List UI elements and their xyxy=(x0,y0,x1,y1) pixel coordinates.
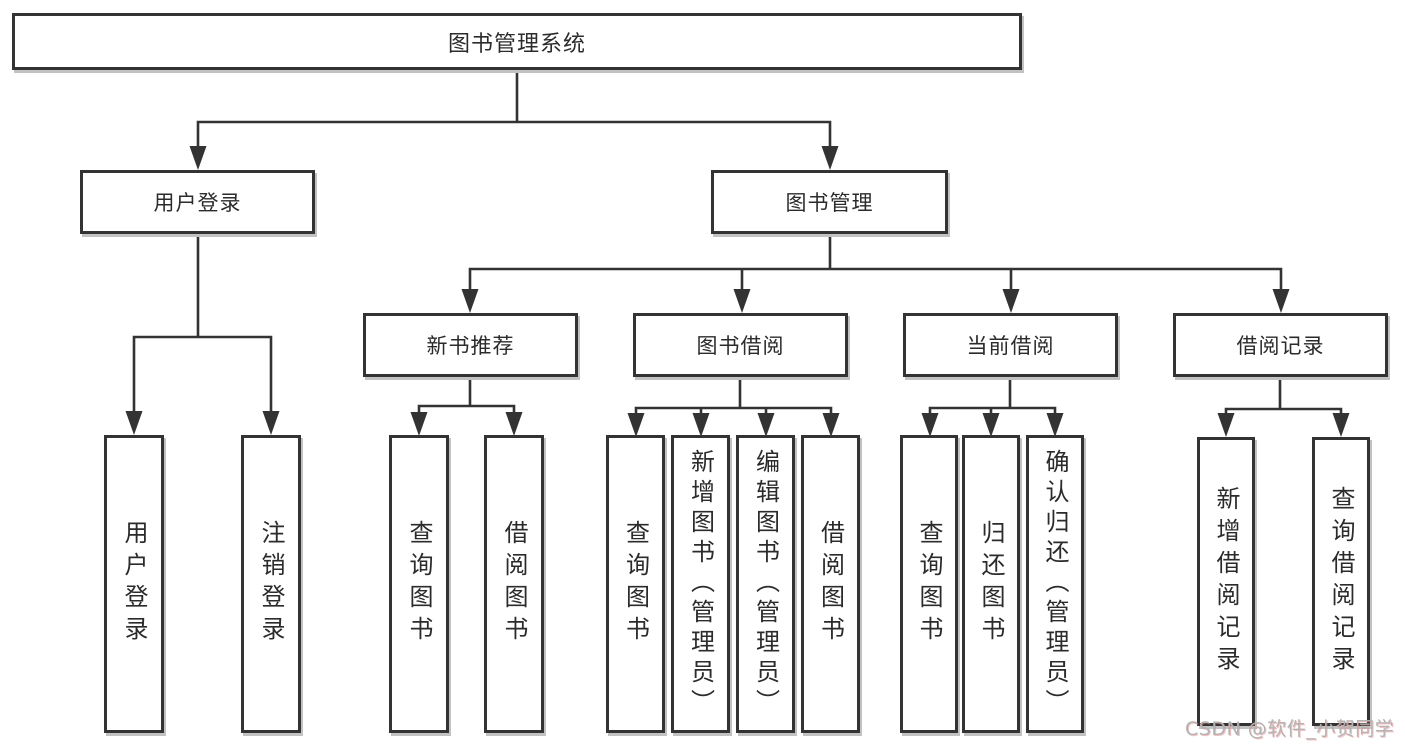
leaf-query-books-current: 查询图书 xyxy=(900,435,958,733)
user-login-to-leaves-wire xyxy=(132,234,273,413)
arrowhead-icon xyxy=(733,289,751,313)
leaf-borrow-books-newbook: 借阅图书 xyxy=(484,435,544,733)
book-mgmt-to-level3-wire xyxy=(468,234,1283,291)
node-label: 图书管理 xyxy=(785,191,874,215)
arrowhead-icon xyxy=(627,413,645,437)
leaf-label: 注销登录 xyxy=(257,520,285,648)
leaf-label: 新增借阅记录 xyxy=(1212,485,1240,678)
leaf-logout: 注销登录 xyxy=(241,435,301,733)
arrowhead-icon xyxy=(822,413,840,437)
leaf-add-books-admin: 新增图书（管理员） xyxy=(671,435,730,733)
node-current-borrowing: 当前借阅 xyxy=(903,313,1118,377)
leaf-label: 借阅图书 xyxy=(816,520,845,648)
node-new-book-recommend: 新书推荐 xyxy=(363,313,578,377)
node-label: 当前借阅 xyxy=(966,334,1055,358)
arrowhead-icon xyxy=(410,412,428,436)
arrowhead-icon xyxy=(1046,413,1064,437)
connector-paths xyxy=(132,70,1343,415)
book-borrow-to-leaves-wire xyxy=(634,377,833,415)
arrowhead-icon xyxy=(921,413,939,437)
leaf-label: 用户登录 xyxy=(120,520,148,648)
arrowhead-icon xyxy=(262,411,280,435)
root-to-level2-wire xyxy=(196,70,832,148)
node-book-management: 图书管理 xyxy=(711,170,948,234)
arrowhead-icon xyxy=(125,411,143,435)
leaf-confirm-return-admin: 确认归还（管理员） xyxy=(1026,435,1084,733)
leaf-edit-books-admin: 编辑图书（管理员） xyxy=(736,435,795,733)
new-book-to-leaves-wire xyxy=(417,377,516,414)
leaf-borrow-books-borrowing: 借阅图书 xyxy=(801,435,860,733)
leaf-query-books-borrowing: 查询图书 xyxy=(606,435,665,733)
leaf-query-books-newbook: 查询图书 xyxy=(389,435,449,733)
node-user-login: 用户登录 xyxy=(80,170,315,234)
leaf-label: 查询图书 xyxy=(915,520,943,648)
node-label: 借阅记录 xyxy=(1236,334,1325,358)
leaf-label: 查询图书 xyxy=(621,520,650,648)
leaf-label: 新增图书（管理员） xyxy=(686,449,715,719)
leaf-label: 归还图书 xyxy=(977,520,1005,648)
arrowhead-icon xyxy=(821,146,839,170)
arrowhead-icon xyxy=(189,146,207,170)
leaf-label: 查询借阅记录 xyxy=(1327,485,1355,678)
leaf-label: 确认归还（管理员） xyxy=(1041,449,1069,719)
node-library-management-system: 图书管理系统 xyxy=(12,13,1022,70)
arrowheads xyxy=(125,146,1350,437)
borrow-record-to-leaves-wire xyxy=(1224,377,1343,415)
node-book-borrowing: 图书借阅 xyxy=(633,313,848,377)
current-borrow-to-leaves-wire xyxy=(928,377,1057,415)
node-label: 用户登录 xyxy=(153,191,242,215)
leaf-user-login: 用户登录 xyxy=(104,435,164,733)
arrowhead-icon xyxy=(982,413,1000,437)
arrowhead-icon xyxy=(1002,289,1020,313)
arrowhead-icon xyxy=(505,412,523,436)
arrowhead-icon xyxy=(692,413,710,437)
leaf-return-books: 归还图书 xyxy=(962,435,1020,733)
leaf-add-borrow-record: 新增借阅记录 xyxy=(1197,437,1255,726)
arrowhead-icon xyxy=(1272,289,1290,313)
leaf-label: 查询图书 xyxy=(405,520,433,648)
leaf-label: 借阅图书 xyxy=(500,520,528,648)
node-label: 图书管理系统 xyxy=(447,31,586,57)
node-borrowing-records: 借阅记录 xyxy=(1173,313,1388,377)
node-label: 图书借阅 xyxy=(696,334,785,358)
arrowhead-icon xyxy=(1217,413,1235,437)
arrowhead-icon xyxy=(1332,413,1350,437)
csdn-watermark: CSDN @软件_小贺同学 xyxy=(1185,718,1395,740)
arrowhead-icon xyxy=(757,413,775,437)
leaf-label: 编辑图书（管理员） xyxy=(751,449,780,719)
node-label: 新书推荐 xyxy=(426,334,515,358)
arrowhead-icon xyxy=(461,289,479,313)
leaf-query-borrow-record: 查询借阅记录 xyxy=(1312,437,1370,726)
